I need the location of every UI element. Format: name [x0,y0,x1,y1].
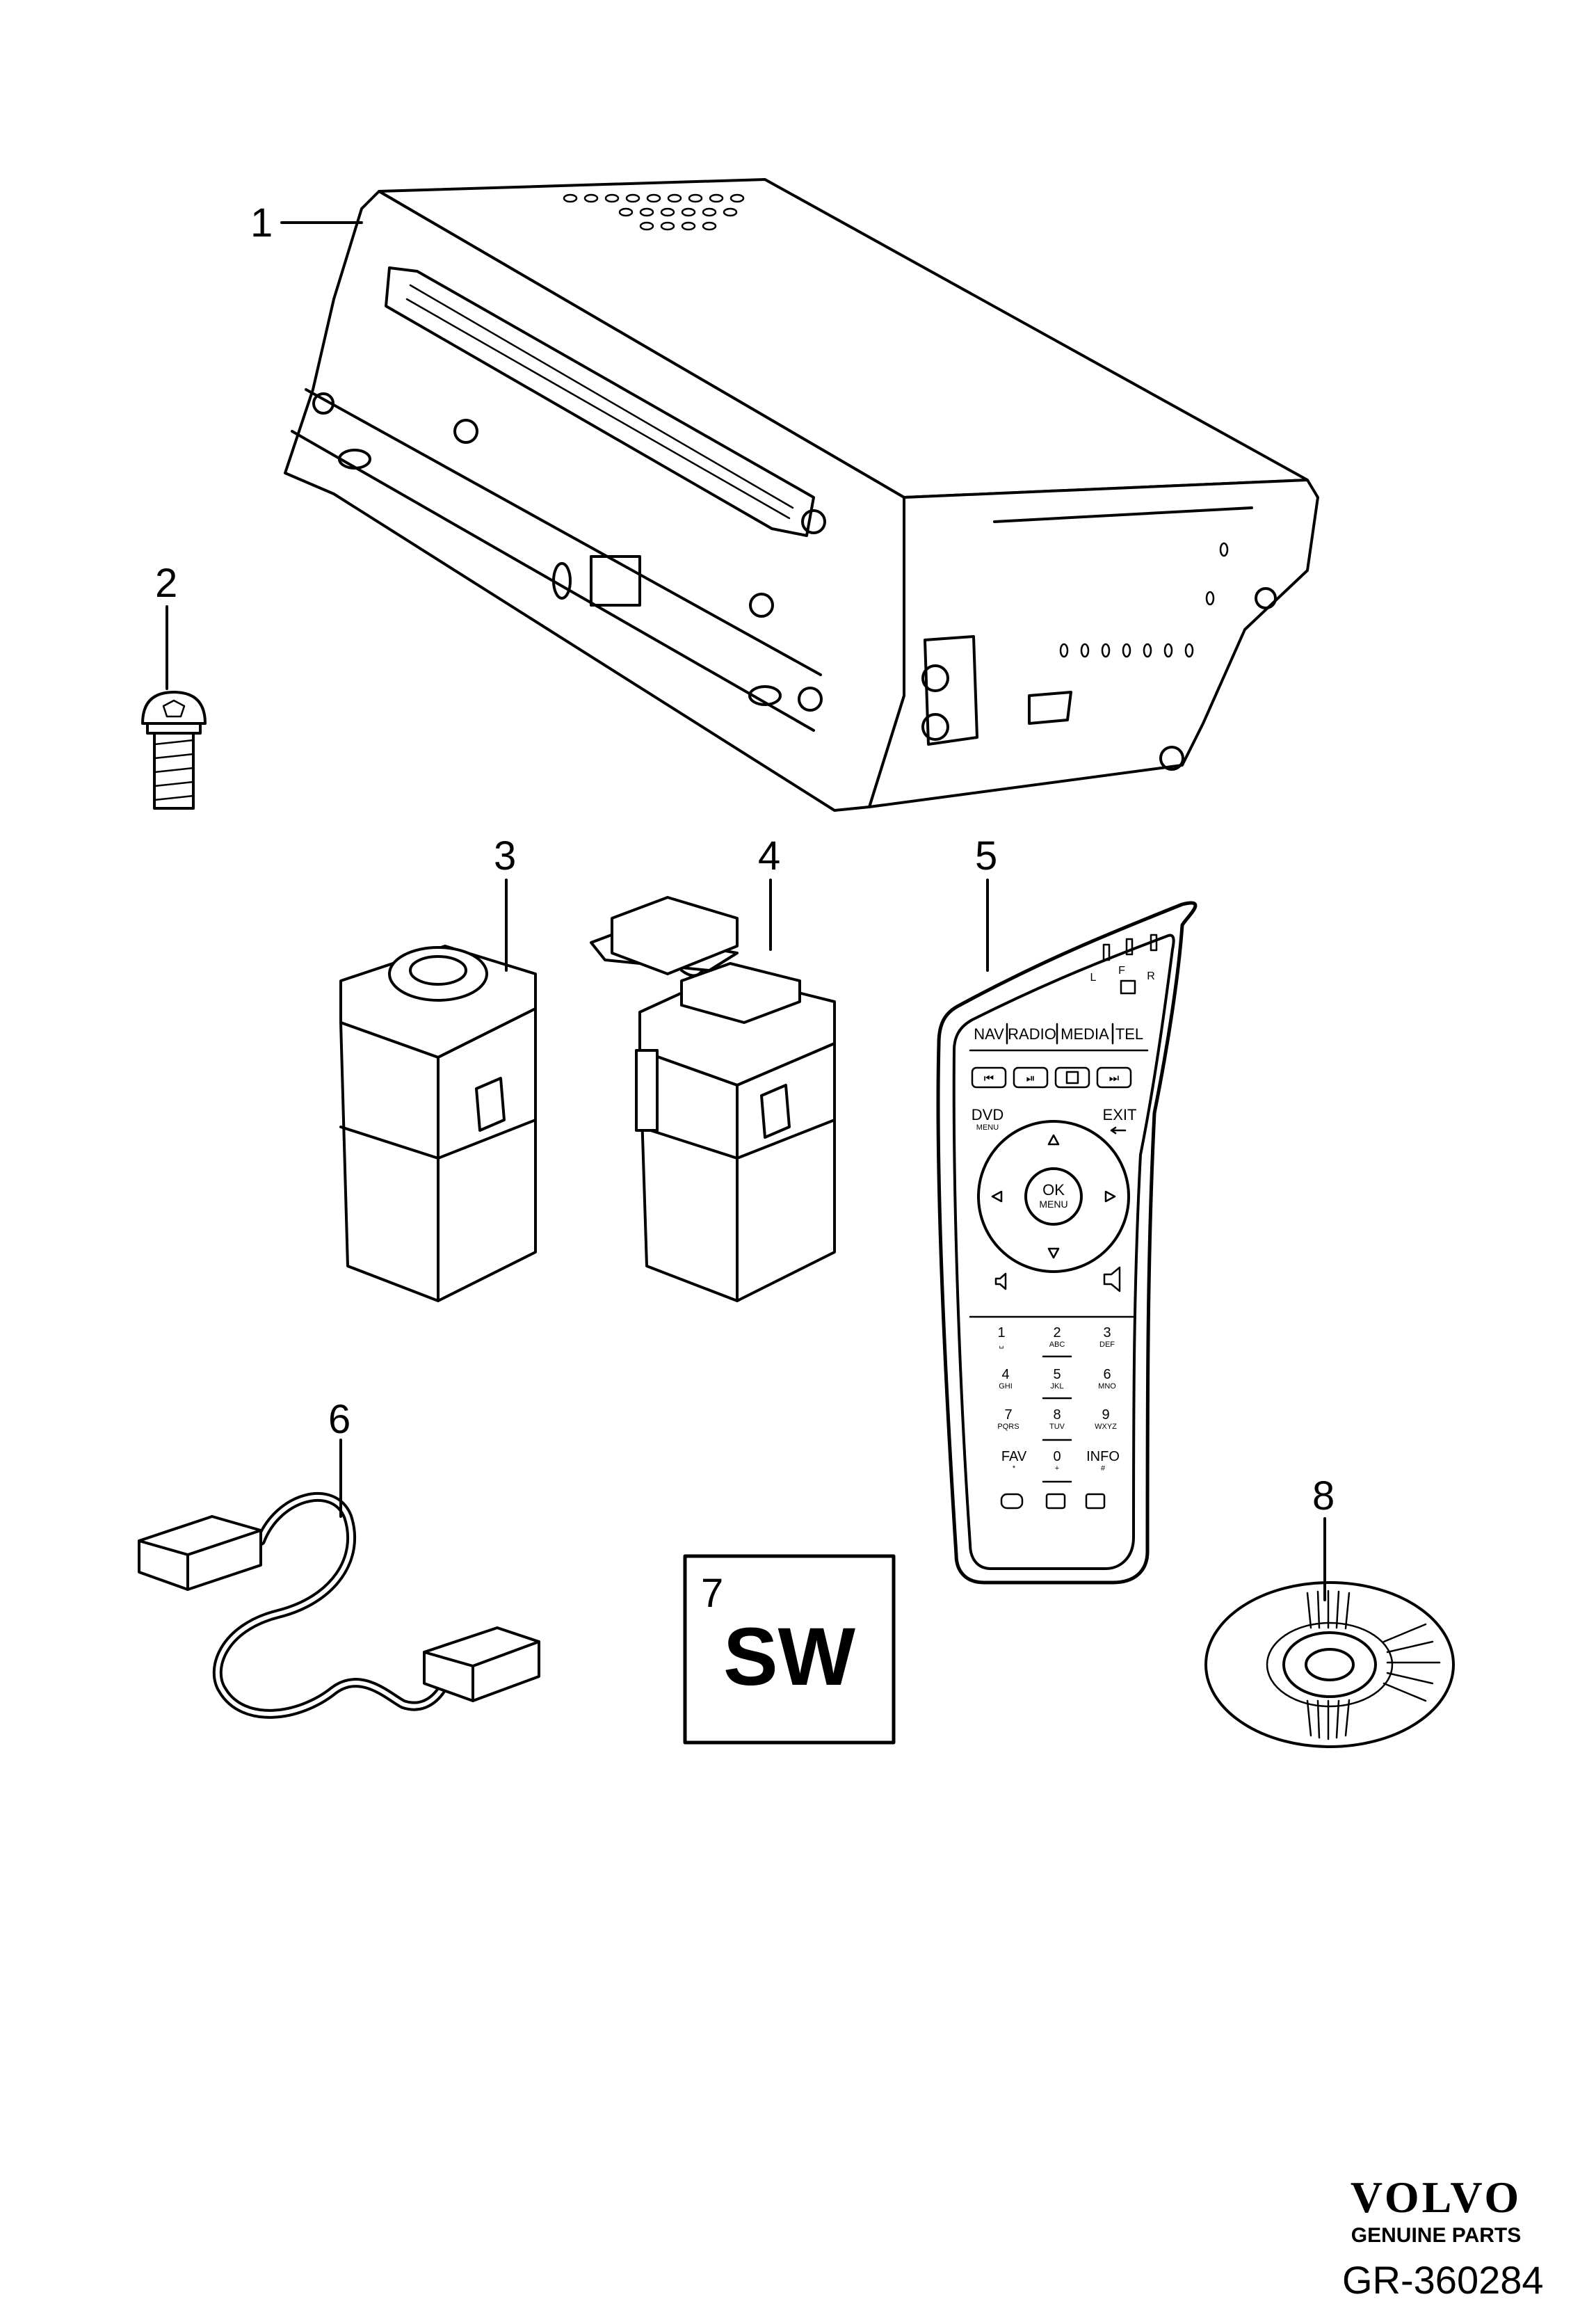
key-4[interactable]: 4 [1001,1367,1009,1382]
back-arrow-icon [1110,1126,1127,1135]
speech-button[interactable] [1000,1493,1024,1510]
up-arrow-icon [1047,1134,1060,1146]
key-info[interactable]: INFO [1086,1449,1120,1464]
svg-text:DEF: DEF [1099,1340,1115,1349]
ok-button[interactable] [1024,1167,1083,1226]
callout-5: 5 [975,833,997,879]
key-2[interactable]: 2 [1053,1325,1061,1340]
head-unit-drawing [284,178,1319,812]
software-label: SW [723,1611,856,1703]
mode-media-button[interactable]: MEDIA [1061,1025,1109,1043]
svg-text:␣: ␣ [999,1340,1004,1349]
remote-indicator-l: L [1090,972,1097,984]
ok-label: OK [1042,1181,1065,1199]
svg-text:TUV: TUV [1049,1423,1065,1431]
previous-track-button[interactable]: ⏮ [971,1066,1007,1089]
volume-down-icon[interactable] [994,1272,1007,1290]
left-arrow-icon [991,1190,1003,1203]
svg-text:ABC: ABC [1049,1340,1065,1349]
software-box [683,1554,896,1745]
volvo-logo: VOLVO [1350,2172,1522,2222]
svg-text:#: # [1101,1464,1106,1473]
remote-control: L F R NAV RADIO MEDIA TEL ⏮ ⏯ ⏭ DVD [936,901,1198,1585]
key-9[interactable]: 9 [1102,1407,1109,1423]
key-8[interactable]: 8 [1053,1407,1061,1423]
lock-icon [1120,979,1136,995]
cable-harness-drawing [138,1492,540,1719]
callout-2: 2 [155,561,177,606]
stop-button[interactable] [1054,1066,1090,1089]
callout-4: 4 [758,833,780,879]
callout-8: 8 [1312,1473,1335,1519]
drawing-code: GR-360284 [1342,2258,1544,2302]
connector-3-drawing [339,945,537,1302]
svg-text:WXYZ: WXYZ [1095,1423,1117,1431]
play-pause-button[interactable]: ⏯ [1013,1066,1049,1089]
ok-sub-label: MENU [1039,1199,1067,1210]
svg-text:MNO: MNO [1098,1382,1116,1391]
down-arrow-icon [1047,1247,1060,1259]
remote-indicator-r: R [1147,970,1155,982]
svg-text:⏭: ⏭ [1109,1073,1119,1084]
exit-button[interactable]: EXIT [1103,1106,1137,1123]
svg-text:JKL: JKL [1051,1382,1064,1391]
nav-ring[interactable] [977,1120,1130,1273]
list-button[interactable] [1085,1493,1106,1510]
camera-button[interactable] [1045,1493,1066,1510]
svg-text:⏮: ⏮ [984,1073,994,1084]
keypad: 1 ␣ 2 ABC 3 DEF 4 GHI 5 JKL 6 MNO 7 PQRS… [997,1325,1120,1483]
key-5[interactable]: 5 [1053,1367,1061,1382]
disc-drawing [1204,1581,1455,1748]
svg-text:+: + [1055,1464,1059,1473]
next-track-button[interactable]: ⏭ [1096,1066,1132,1089]
remote-indicator-f: F [1118,965,1125,977]
volume-up-icon[interactable] [1103,1266,1121,1292]
svg-text:*: * [1013,1464,1016,1473]
mode-nav-button[interactable]: NAV [974,1025,1004,1043]
callout-6: 6 [328,1397,350,1442]
connector-4-drawing [590,896,836,1302]
key-7[interactable]: 7 [1004,1407,1012,1423]
dvd-button-sub: MENU [976,1123,999,1132]
mode-radio-button[interactable]: RADIO [1008,1025,1056,1043]
svg-text:GHI: GHI [999,1382,1013,1391]
callout-1: 1 [250,200,273,246]
svg-text:PQRS: PQRS [997,1423,1019,1431]
key-3[interactable]: 3 [1103,1325,1111,1340]
right-arrow-icon [1104,1190,1116,1203]
key-6[interactable]: 6 [1103,1367,1111,1382]
callout-7: 7 [701,1571,723,1616]
callout-3: 3 [494,833,516,879]
key-0[interactable]: 0 [1053,1449,1061,1464]
screw-drawing [141,691,207,810]
key-1[interactable]: 1 [997,1325,1005,1340]
dvd-button[interactable]: DVD [972,1106,1003,1123]
mode-tel-button[interactable]: TEL [1115,1025,1143,1043]
genuine-parts-label: GENUINE PARTS [1351,2224,1522,2247]
key-fav[interactable]: FAV [1001,1449,1027,1464]
svg-text:⏯: ⏯ [1026,1073,1035,1084]
